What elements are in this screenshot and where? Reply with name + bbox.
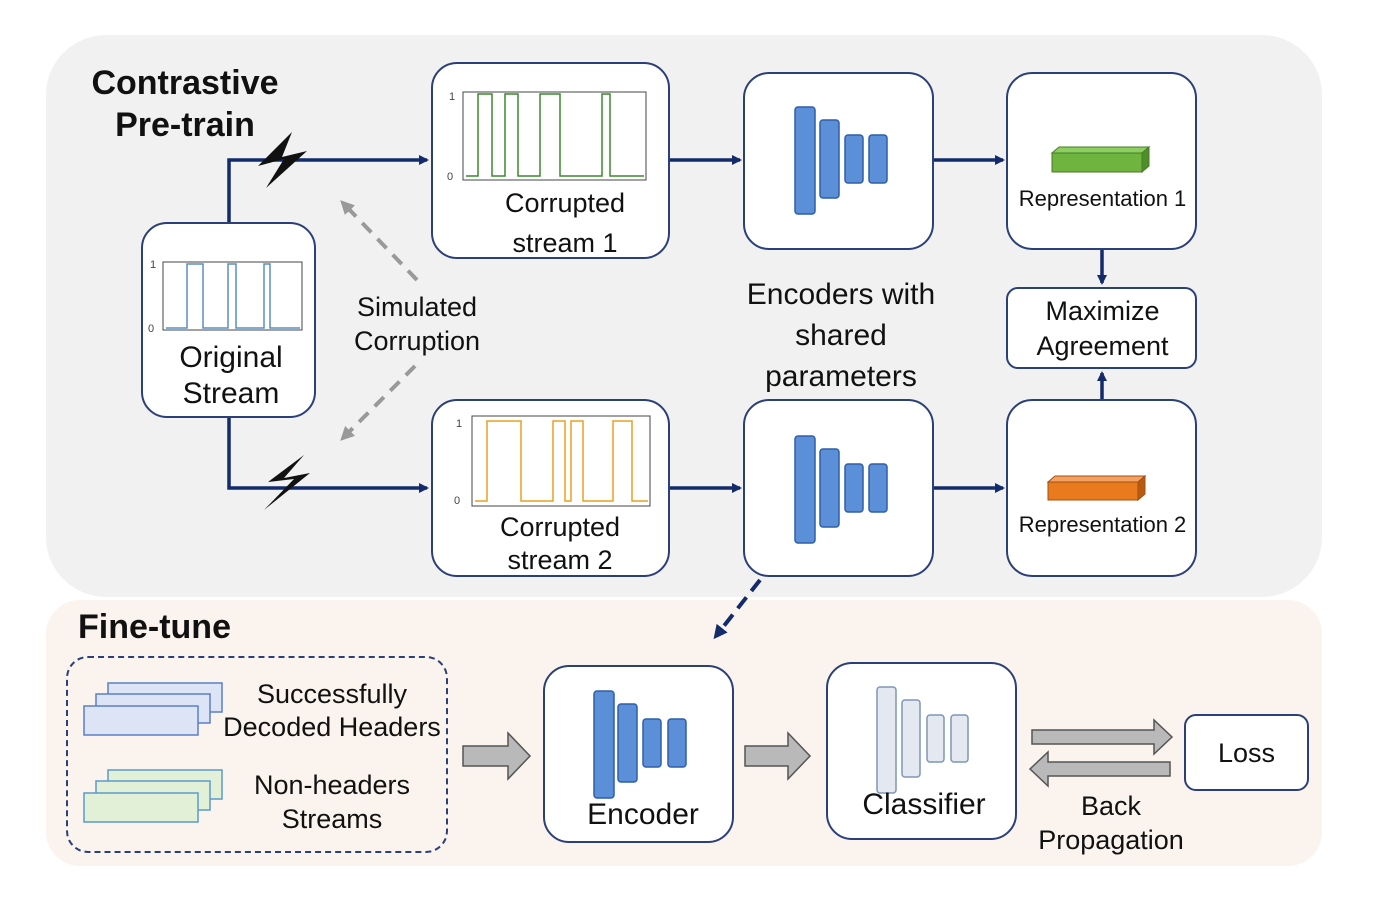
simulated-arrow-down [340, 364, 417, 441]
representation-1-block [1050, 145, 1151, 174]
original-stream-label: Original Stream [141, 340, 321, 412]
encoder-label: Encoder [587, 798, 699, 831]
representation-1-label: Representation 1 [1018, 186, 1187, 211]
maximize-line2: Agreement [1036, 331, 1169, 361]
corrupted-2-line1: Corrupted [499, 512, 621, 542]
simulated-arrow-up [340, 200, 419, 282]
encoders-line1: Encoders with [746, 278, 936, 311]
maximize-agreement-box [1006, 287, 1197, 369]
original-stream-line1: Original [179, 341, 283, 374]
lightning-bolt-top [258, 132, 307, 188]
classifier-label: Classifier [862, 788, 986, 821]
headers-stack-icon [83, 682, 223, 736]
corrupted-2-line2: stream 2 [507, 545, 613, 575]
corrupted-1-line2: stream 1 [512, 228, 618, 258]
headers-line2: Decoded Headers [223, 712, 441, 742]
corrupted-1-signal-plot: 1 0 [447, 91, 647, 183]
backprop-line1: Back [1080, 791, 1142, 821]
svg-text:0: 0 [447, 171, 453, 183]
encoder-finetune-icon [593, 690, 687, 799]
pretrain-title-line2: Pre-train [115, 106, 255, 144]
encoder-bottom-icon [794, 435, 888, 544]
corrupted-stream-2-label: Corrupted stream 2 [431, 511, 689, 577]
encoders-line2: shared [795, 319, 887, 352]
corrupted-stream-1-label: Corrupted stream 1 [431, 183, 699, 263]
headers-line1: Successfully [256, 679, 408, 709]
flow-arrows [227, 155, 1107, 493]
svg-text:0: 0 [148, 323, 154, 335]
nonheaders-stack-icon [83, 769, 223, 823]
simulated-line1: Simulated [356, 292, 478, 322]
encoders-line3: parameters [765, 360, 917, 393]
lightning-bolt-bottom [264, 455, 310, 510]
representation-2-label: Representation 2 [1018, 512, 1187, 537]
transfer-encoder-arrow [713, 578, 762, 640]
corrupted-1-line1: Corrupted [504, 188, 626, 218]
finetune-title: Fine-tune [78, 608, 231, 646]
representation-2-block [1046, 474, 1147, 502]
back-propagation-label: Back Propagation [1021, 789, 1201, 857]
dataset-to-encoder-arrow [462, 731, 532, 781]
non-headers-label: Non-headers Streams [232, 768, 432, 836]
simulated-corruption-label: Simulated Corruption [337, 290, 497, 358]
svg-text:0: 0 [454, 495, 460, 507]
encoder-to-classifier-arrow [744, 731, 812, 781]
original-signal-plot: 1 0 [148, 259, 303, 335]
backprop-line2: Propagation [1038, 825, 1184, 855]
classifier-icon [876, 686, 969, 794]
svg-text:1: 1 [150, 259, 156, 271]
loss-box [1184, 714, 1309, 791]
maximize-line1: Maximize [1045, 296, 1160, 326]
encoders-shared-label: Encoders with shared parameters [725, 274, 957, 397]
encoder-top-icon [794, 106, 888, 215]
loss-label: Loss [1217, 738, 1276, 768]
simulated-line2: Corruption [353, 326, 481, 356]
svg-text:1: 1 [456, 418, 462, 430]
corrupted-2-signal-plot: 1 0 [454, 415, 651, 507]
decoded-headers-label: Successfully Decoded Headers [213, 678, 451, 744]
original-stream-line2: Stream [182, 377, 280, 410]
maximize-agreement-label: Maximize Agreement [1006, 294, 1199, 364]
classifier-box [826, 662, 1017, 840]
dataset-box [66, 656, 448, 853]
nonheaders-line1: Non-headers [253, 770, 411, 800]
nonheaders-line2: Streams [281, 804, 383, 834]
pretrain-title-line1: Contrastive [91, 64, 279, 102]
encoder-finetune-box [543, 665, 734, 843]
forward-to-loss-arrow [1031, 718, 1174, 756]
back-propagation-arrow [1028, 750, 1171, 788]
pretrain-title: Contrastive Pre-train [70, 62, 300, 146]
svg-text:1: 1 [449, 91, 455, 103]
